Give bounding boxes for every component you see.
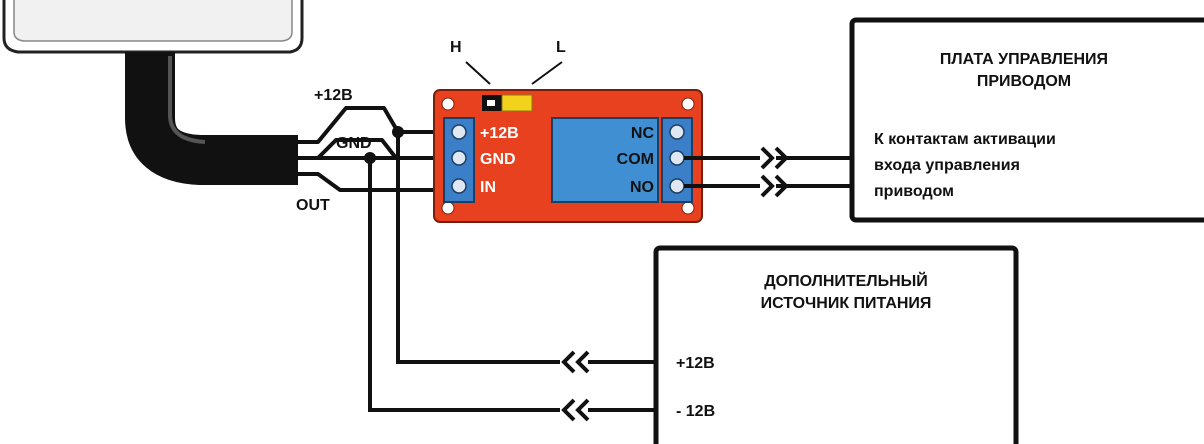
sensor-cable bbox=[125, 52, 298, 185]
jumper-cap bbox=[501, 94, 533, 112]
connector-com-chevron-1 bbox=[760, 146, 775, 170]
power-supply-title-line2: ИСТОЧНИК ПИТАНИЯ bbox=[761, 295, 932, 312]
power-supply-minus-label: - 12В bbox=[676, 403, 715, 420]
jumper-l-pointer bbox=[531, 61, 563, 85]
sensor-wires bbox=[296, 106, 446, 192]
connector-minus-chevron-2 bbox=[575, 398, 590, 422]
connector-plus-chevron-1 bbox=[561, 350, 576, 374]
jumper-label-l: L bbox=[556, 39, 566, 56]
supply-connectors bbox=[561, 350, 656, 422]
wire-label-gnd: GND bbox=[336, 135, 372, 152]
wire-supply-plus bbox=[396, 132, 560, 364]
input-label-in: IN bbox=[480, 179, 496, 196]
sensor-device bbox=[2, 0, 304, 54]
control-board-desc-line3: приводом bbox=[874, 183, 954, 200]
wire-supply-minus bbox=[368, 158, 560, 412]
jumper-label-h: H bbox=[450, 39, 462, 56]
mount-hole-icon bbox=[681, 201, 695, 215]
control-board-desc-line1: К контактам активации bbox=[874, 131, 1056, 148]
screw-terminal-icon bbox=[669, 150, 685, 166]
jumper-h-pointer bbox=[465, 61, 491, 85]
screw-terminal-icon bbox=[451, 150, 467, 166]
connector-no-chevron-1 bbox=[760, 174, 775, 198]
connector-com-chevron-2 bbox=[774, 146, 789, 170]
relay-label-no: NO bbox=[630, 179, 654, 196]
connector-no-chevron-2 bbox=[774, 174, 789, 198]
wire-plus12 bbox=[296, 106, 446, 144]
relay-label-com: COM bbox=[617, 151, 654, 168]
control-board-title-line2: ПРИВОДОМ bbox=[977, 73, 1071, 90]
power-supply-title-line1: ДОПОЛНИТЕЛЬНЫЙ bbox=[764, 271, 928, 290]
screw-terminal-icon bbox=[669, 124, 685, 140]
power-wires bbox=[368, 132, 560, 412]
control-wires bbox=[684, 146, 852, 198]
control-board-title-line1: ПЛАТА УПРАВЛЕНИЯ bbox=[940, 51, 1108, 68]
relay-body bbox=[551, 117, 659, 203]
input-label-gnd: GND bbox=[480, 151, 516, 168]
wire-label-plus12: +12В bbox=[314, 87, 353, 104]
wire-out bbox=[296, 172, 446, 192]
jumper-labels: H L bbox=[450, 39, 566, 85]
control-board-box: ПЛАТА УПРАВЛЕНИЯ ПРИВОДОМ К контактам ак… bbox=[849, 17, 1204, 223]
screw-terminal-icon bbox=[451, 178, 467, 194]
relay-label-nc: NC bbox=[631, 125, 655, 142]
connector-plus-chevron-2 bbox=[575, 350, 590, 374]
control-board-desc-line2: входа управления bbox=[874, 157, 1020, 174]
power-supply-box: ДОПОЛНИТЕЛЬНЫЙ ИСТОЧНИК ПИТАНИЯ +12В - 1… bbox=[653, 245, 1019, 444]
connector-minus-chevron-1 bbox=[561, 398, 576, 422]
mount-hole-icon bbox=[441, 201, 455, 215]
power-supply-plus-label: +12В bbox=[676, 355, 715, 372]
screw-terminal-icon bbox=[451, 124, 467, 140]
wire-gnd-loop bbox=[316, 138, 398, 160]
mount-hole-icon bbox=[681, 97, 695, 111]
screw-terminal-icon bbox=[669, 178, 685, 194]
relay-module: +12В GND IN NC COM NO bbox=[433, 89, 703, 223]
mount-hole-icon bbox=[441, 97, 455, 111]
input-label-plus12: +12В bbox=[480, 125, 519, 142]
wire-label-out: OUT bbox=[296, 197, 330, 214]
